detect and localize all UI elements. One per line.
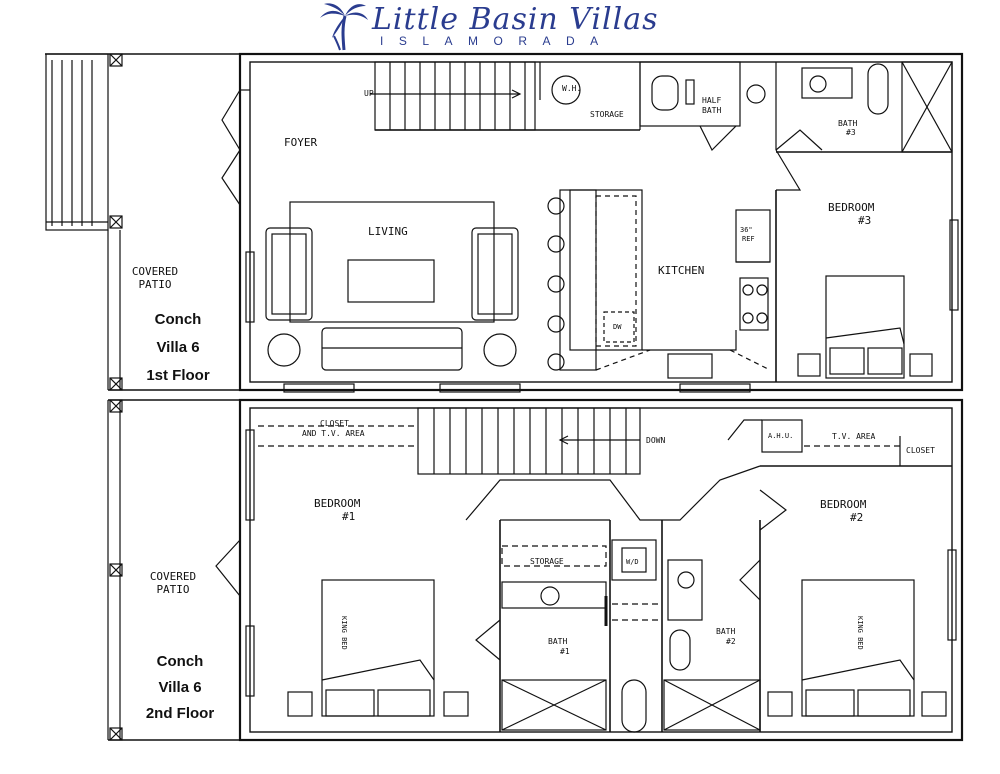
half-bath-label-line1: HALF xyxy=(702,96,722,105)
bath3-label-line1: BATH xyxy=(838,119,858,128)
washer-dryer-label: W/D xyxy=(626,558,639,566)
bedroom2-label-line2: #2 xyxy=(850,511,864,524)
ahu-label: A.H.U. xyxy=(768,432,794,440)
bath3-label-line2: #3 xyxy=(846,128,856,137)
stairs-down-label: DOWN xyxy=(646,436,666,445)
floor2-info-line3: 2nd Floor xyxy=(145,705,215,722)
bath2-label-line2: #2 xyxy=(726,637,736,646)
brand-location: ISLAMORADA xyxy=(380,34,614,48)
bedroom3-label-line1: BEDROOM xyxy=(828,201,875,214)
floor1-exterior-stairs xyxy=(45,53,109,231)
tv-area-label: T.V. AREA xyxy=(832,432,876,441)
floor1-info-line2: Villa 6 xyxy=(156,339,200,356)
closet-tv-label-line1: CLOSET xyxy=(320,419,349,428)
fridge-label-line1: 36" xyxy=(740,226,753,234)
floor1-patio-label-line1: COVERED xyxy=(131,265,179,278)
king-bed-1-label: KING BED xyxy=(340,616,348,650)
water-heater-label: W.H. xyxy=(562,84,582,93)
closet-tv-label-line2: AND T.V. AREA xyxy=(302,429,365,438)
floor2-interior-stairs xyxy=(417,407,641,475)
brand-title: Little Basin Villas xyxy=(372,2,659,37)
bedroom2-label-line1: BEDROOM xyxy=(820,498,867,511)
floor2-patio-label-line1: COVERED xyxy=(149,570,197,583)
stairs-up-label: UP xyxy=(364,89,374,98)
bath2-label-line1: BATH xyxy=(716,627,736,636)
floor1-patio-label-line2: PATIO xyxy=(138,278,172,291)
bedroom3-label-line2: #3 xyxy=(858,214,872,227)
floor2-outer-wall xyxy=(238,398,964,742)
bedroom1-label-line2: #1 xyxy=(342,510,356,523)
kitchen-label: KITCHEN xyxy=(658,264,705,277)
floor1-storage-label: STORAGE xyxy=(590,110,624,119)
floor2-info-line2: Villa 6 xyxy=(158,679,202,696)
palm-tree-logo-icon xyxy=(320,3,368,51)
half-bath-label-line2: BATH xyxy=(702,106,722,115)
floor1-outer-wall xyxy=(238,52,964,392)
closet-label: CLOSET xyxy=(906,446,935,455)
living-label: LIVING xyxy=(368,225,408,238)
bath1-label-line1: BATH xyxy=(548,637,568,646)
king-bed-2-label: KING BED xyxy=(856,616,864,650)
foyer-label: FOYER xyxy=(284,136,318,149)
living-tv-console xyxy=(347,259,435,303)
floor1-interior-stairs xyxy=(374,61,536,131)
fridge-label-line2: REF xyxy=(742,235,755,243)
floor1-info-line1: Conch xyxy=(154,311,202,328)
bath1-label-line2: #1 xyxy=(560,647,570,656)
bedroom1-label-line1: BEDROOM xyxy=(314,497,361,510)
floor2-storage-label: STORAGE xyxy=(530,557,564,566)
floor2-info-line1: Conch xyxy=(156,653,204,670)
floor2-patio-label-line2: PATIO xyxy=(156,583,190,596)
floor1-info-line3: 1st Floor xyxy=(146,367,210,384)
dishwasher-label: DW xyxy=(613,323,622,331)
